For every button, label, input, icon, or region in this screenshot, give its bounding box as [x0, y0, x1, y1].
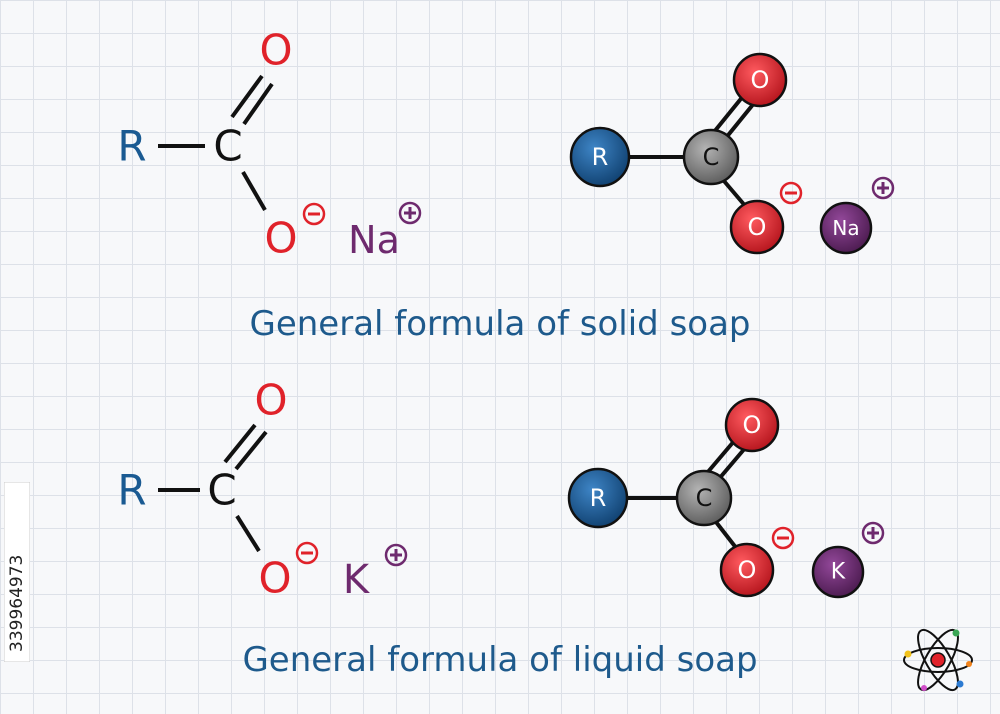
bond-c-o-minus	[714, 520, 739, 551]
negative-charge	[771, 526, 795, 550]
atom-icon	[903, 628, 973, 692]
negative-charge	[302, 202, 326, 226]
potassium-label: K	[343, 557, 371, 603]
carbon-ball-label: C	[703, 143, 720, 171]
liquid-soap-ball-and-stick: R C O O K	[567, 397, 885, 599]
positive-charge	[871, 176, 895, 200]
double-bond-c-o	[716, 445, 748, 482]
sodium-ball-label: Na	[832, 216, 859, 240]
solid-soap-ball-and-stick: R C O O Na	[569, 52, 895, 255]
double-bond-c-o	[223, 423, 257, 464]
oxygen-label: O	[258, 554, 291, 603]
r-group-label: R	[117, 466, 146, 515]
carbon-label: C	[213, 122, 242, 171]
negative-charge	[295, 541, 319, 565]
positive-charge	[398, 201, 422, 225]
double-bond-c-o	[242, 82, 274, 126]
double-bond-c-o	[723, 100, 757, 141]
oxygen-label: O	[259, 26, 292, 75]
oxygen-ball-label: O	[738, 556, 757, 584]
r-group-ball-label: R	[592, 143, 609, 171]
carbon-ball	[675, 469, 733, 527]
caption-solid-soap: General formula of solid soap	[249, 304, 751, 344]
oxygen-ball	[719, 542, 775, 598]
carbon-ball	[682, 128, 740, 186]
oxygen-ball	[729, 199, 785, 255]
oxygen-label: O	[254, 376, 287, 425]
positive-charge	[861, 521, 885, 545]
carbon-label: C	[207, 466, 236, 515]
sodium-ball	[819, 201, 873, 255]
solid-soap-skeletal-formula: R C O O Na	[117, 26, 422, 263]
potassium-ball-label: K	[831, 560, 846, 585]
potassium-ball	[811, 545, 865, 599]
stock-id-text: 339964973	[7, 555, 27, 652]
oxygen-ball-label: O	[748, 213, 767, 241]
oxygen-label: O	[264, 214, 297, 263]
double-bond-c-o	[230, 74, 264, 119]
sodium-label: Na	[348, 218, 400, 262]
caption-liquid-soap: General formula of liquid soap	[242, 640, 758, 680]
oxygen-ball-label: O	[751, 66, 770, 94]
oxygen-ball	[732, 52, 788, 108]
double-bond-c-o	[712, 93, 746, 134]
bond-c-o-minus	[235, 514, 261, 553]
r-group-ball	[569, 126, 631, 188]
oxygen-ball-label: O	[743, 411, 762, 439]
bond-c-o-minus	[241, 170, 267, 212]
double-bond-c-o	[234, 430, 268, 471]
bond-c-o-minus	[722, 179, 749, 210]
stock-id-strip: 339964973	[4, 482, 30, 662]
oxygen-ball	[724, 397, 780, 453]
r-group-ball	[567, 467, 629, 529]
negative-charge	[779, 181, 803, 205]
r-group-ball-label: R	[590, 484, 607, 512]
r-group-label: R	[117, 122, 146, 171]
liquid-soap-skeletal-formula: R C O O K	[117, 376, 408, 603]
carbon-ball-label: C	[696, 484, 713, 512]
double-bond-c-o	[705, 438, 737, 475]
positive-charge	[384, 543, 408, 567]
